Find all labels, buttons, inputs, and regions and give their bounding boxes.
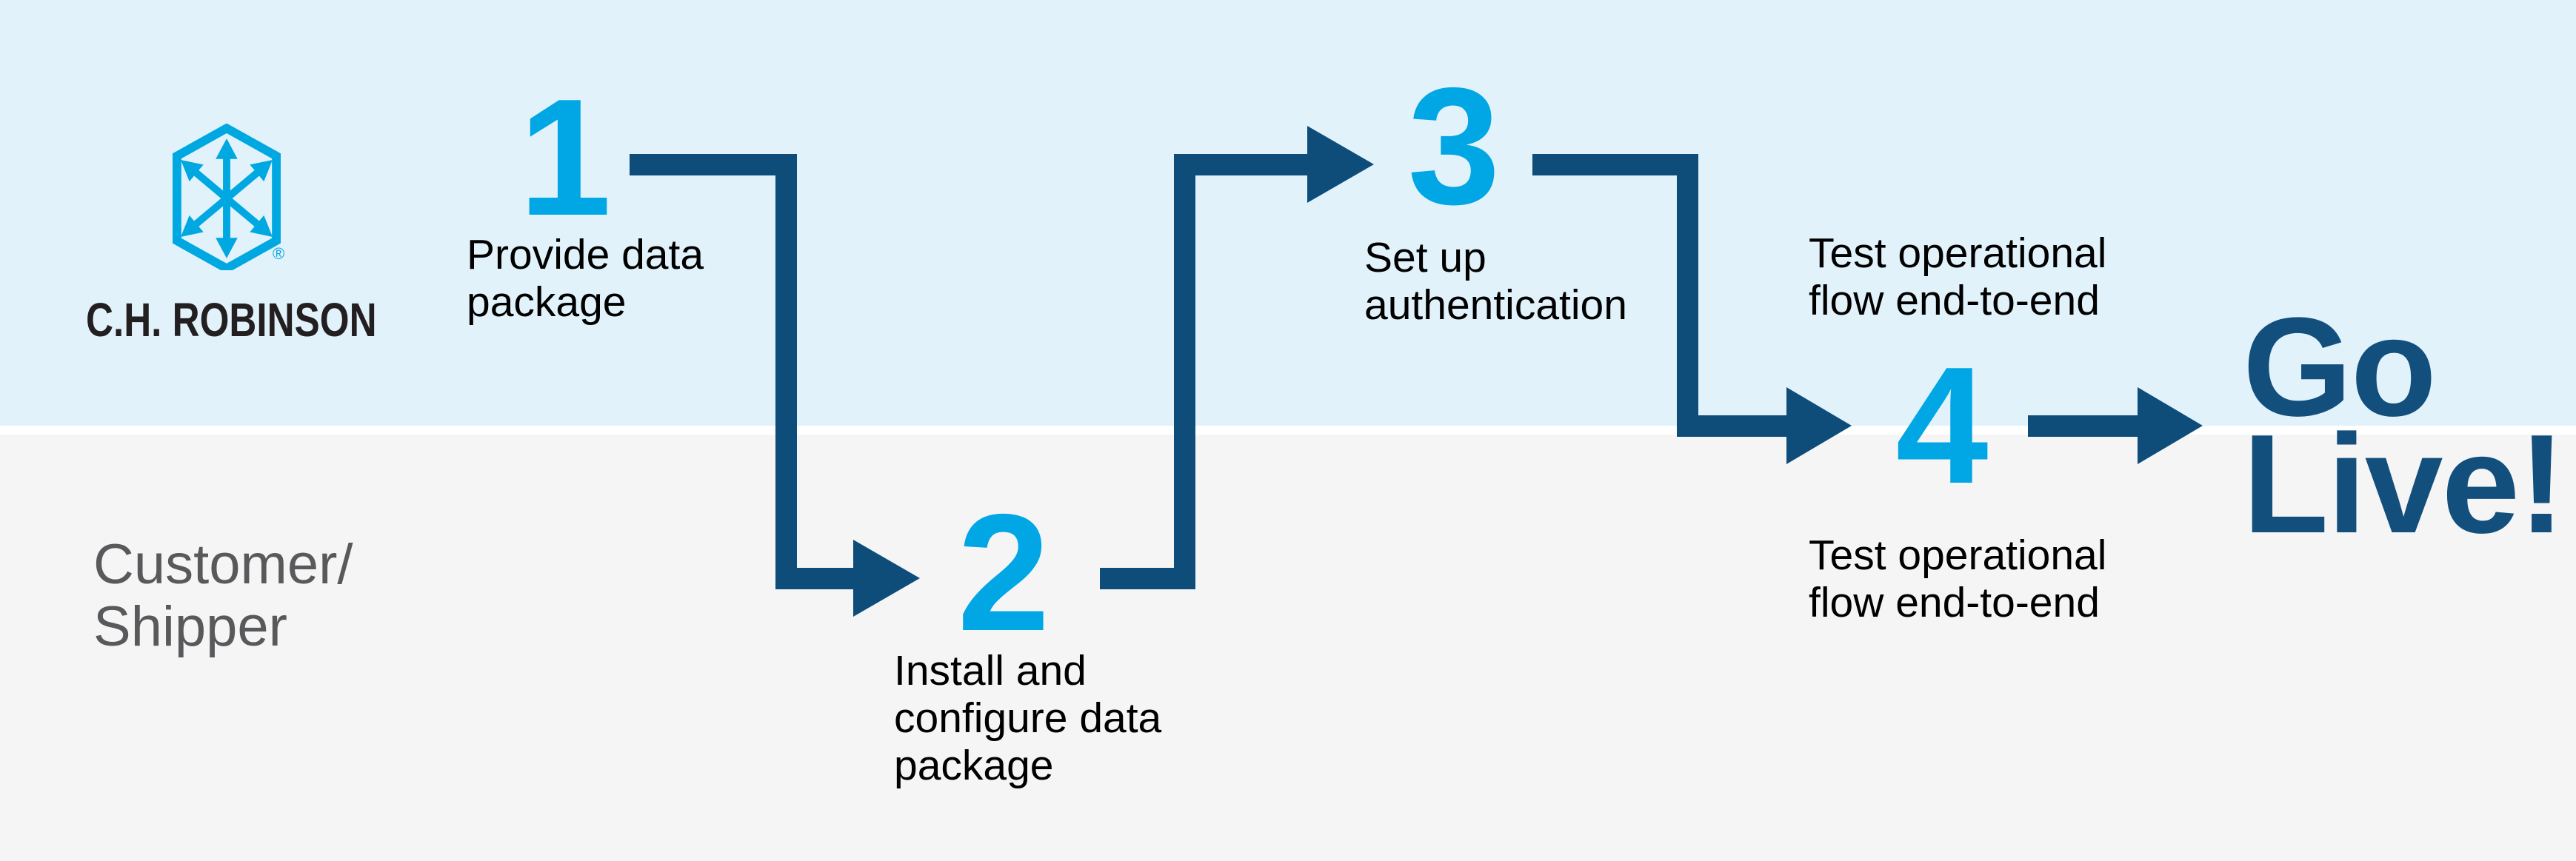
- connector-step3-to-step4-vertical-bar: [1677, 154, 1698, 437]
- step4-label-chrobinson-lane: Test operational flow end-to-end: [1809, 230, 2106, 324]
- lane-customer-shipper: [0, 435, 2576, 861]
- connector-step1-to-step2-vertical-bar: [775, 154, 797, 589]
- step2-label-line: configure data: [894, 694, 1162, 742]
- connector-step2-to-step3-vertical-bar: [1174, 154, 1195, 589]
- step3-label-line: authentication: [1364, 281, 1627, 329]
- step3-number: 3: [1407, 53, 1501, 239]
- step4-label-line: Test operational: [1809, 230, 2107, 277]
- connector-step4-to-golive-bar: [2028, 415, 2138, 437]
- step4-label-line: flow end-to-end: [1809, 579, 2100, 626]
- connector-step3-to-step4-bottom-bar: [1677, 415, 1786, 437]
- chr-wordmark: C.H. ROBINSON: [86, 293, 377, 346]
- lane-label-line: Customer/: [93, 533, 353, 596]
- step4-number: 4: [1895, 332, 1989, 518]
- step3-label: Set up authentication: [1364, 234, 1627, 329]
- connector-step1-to-step2-top-bar: [630, 154, 797, 175]
- step1-number: 1: [518, 64, 612, 250]
- lane-label-line: Shipper: [93, 595, 287, 658]
- step1-label-line: package: [467, 278, 627, 326]
- step1-label-line: Provide data: [467, 231, 704, 278]
- go-live-line: Live!: [2243, 406, 2565, 563]
- step4-label-customer-lane: Test operational flow end-to-end: [1809, 532, 2106, 626]
- step4-label-line: Test operational: [1809, 532, 2107, 579]
- lane-chrobinson: [0, 0, 2576, 426]
- step2-label-line: package: [894, 742, 1054, 789]
- go-live-line: Go: [2243, 289, 2437, 446]
- step2-label-line: Install and: [894, 647, 1087, 694]
- go-live-title: Go Live!: [2243, 289, 2565, 563]
- step2-number: 2: [957, 479, 1050, 666]
- lane-label-customer-shipper: Customer/ Shipper: [93, 534, 353, 658]
- connector-step3-to-step4-top-bar: [1532, 154, 1698, 175]
- step1-label: Provide data package: [467, 231, 704, 326]
- step3-label-line: Set up: [1364, 234, 1486, 281]
- chr-hexagon-logo-icon: [173, 124, 281, 270]
- lane-divider: [0, 426, 2576, 435]
- connector-step2-to-step3-top-bar: [1174, 154, 1307, 175]
- connector-step1-to-step2-bottom-bar: [775, 568, 853, 589]
- step4-label-line: flow end-to-end: [1809, 277, 2100, 324]
- step2-label: Install and configure data package: [894, 647, 1161, 789]
- registered-trademark-symbol: ®: [273, 244, 285, 263]
